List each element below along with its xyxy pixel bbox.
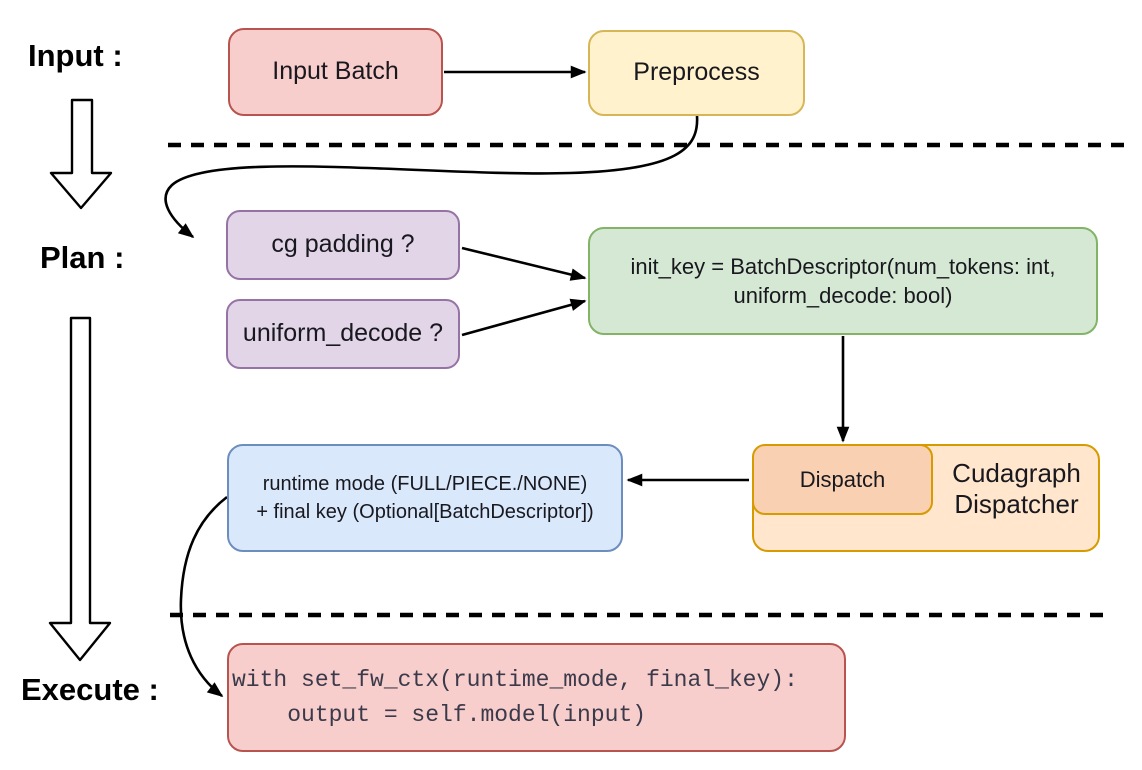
runtime-mode-to-execute-arrow (179, 495, 228, 698)
plan-stage-label: Plan : (40, 240, 125, 275)
cg-padding-to-init-key-arrow (461, 246, 587, 281)
preprocess-label: Preprocess (633, 58, 760, 87)
execute-code-node: with set_fw_ctx(runtime_mode, final_key)… (227, 643, 846, 752)
cg-padding-label: cg padding ? (271, 230, 415, 259)
init-key-line1: init_key = BatchDescriptor(num_tokens: i… (630, 254, 1056, 279)
input-stage-label: Input : (28, 38, 123, 73)
init-key-node: init_key = BatchDescriptor(num_tokens: i… (588, 227, 1098, 335)
execute-code-line1: with set_fw_ctx(runtime_mode, final_key)… (232, 666, 798, 693)
runtime-mode-line1: runtime mode (FULL/PIECE./NONE) (262, 473, 588, 495)
uniform-decode-to-init-key-arrow (461, 298, 587, 337)
cudagraph-dispatcher-label: Cudagraph Dispatcher (933, 458, 1100, 520)
dispatch-node: Dispatch (752, 444, 933, 515)
cudagraph-dispatcher-line2: Dispatcher (954, 489, 1079, 519)
dispatch-label: Dispatch (799, 466, 886, 492)
runtime-mode-line2: + final key (Optional[BatchDescriptor]) (256, 501, 594, 523)
uniform-decode-label: uniform_decode ? (242, 319, 444, 348)
runtime-mode-node: runtime mode (FULL/PIECE./NONE) + final … (227, 444, 623, 552)
input-batch-label: Input Batch (272, 57, 399, 86)
preprocess-node: Preprocess (588, 30, 805, 116)
init-key-line2: uniform_decode: bool) (733, 283, 953, 308)
execute-stage-label: Execute : (21, 672, 159, 707)
uniform-decode-node: uniform_decode ? (226, 299, 460, 369)
plan-to-execute-arrow (48, 316, 112, 662)
input-to-plan-arrow (49, 98, 113, 210)
execute-code-line2: output = self.model(input) (232, 701, 647, 728)
input-batch-node: Input Batch (228, 28, 443, 116)
preprocess-to-cg-padding-arrow (164, 115, 699, 239)
cudagraph-dispatcher-line1: Cudagraph (952, 458, 1081, 488)
cg-padding-node: cg padding ? (226, 210, 460, 280)
